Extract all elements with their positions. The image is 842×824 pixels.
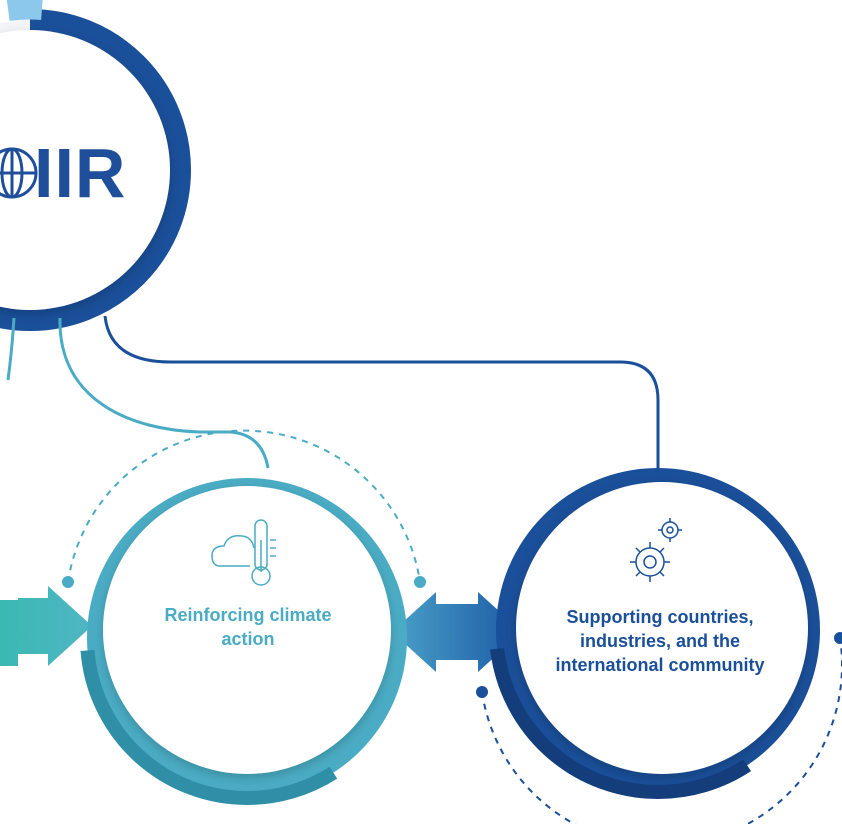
logo-ring-light-arc [6,0,43,21]
iir-logo-node [0,0,191,331]
support-node-label: Supporting countries, industries, and th… [555,607,765,675]
support-orbit-dot-right [834,632,842,644]
climate-node-label: Reinforcing climate action [164,605,332,649]
connector-line-climate [58,317,270,469]
climate-dashed-orbit [67,429,421,583]
arrow-shape-left [0,586,92,666]
support-ring-shade [489,461,827,799]
globe-icon [0,147,38,199]
logo-circle [0,30,170,310]
connector-line-left [6,317,16,381]
climate-node [62,429,426,805]
climate-ring-shade [80,471,414,805]
arrow-shape-middle [392,592,522,672]
support-node [476,461,842,824]
support-orbit-dot-left [476,686,488,698]
logo-text: IIR [34,134,127,212]
left-double-arrow [0,586,92,666]
climate-orbit-dot-left [62,576,74,588]
thermometer-cloud-icon [211,519,276,586]
logo-ring-dark-arc [0,9,191,331]
gears-icon [630,518,682,582]
support-dashed-orbit [481,637,842,824]
climate-orbit-dot-right [414,576,426,588]
climate-inner-circle [103,486,391,774]
support-inner-circle [516,482,808,774]
middle-double-arrow [392,592,522,672]
connector-line-support [103,315,660,472]
